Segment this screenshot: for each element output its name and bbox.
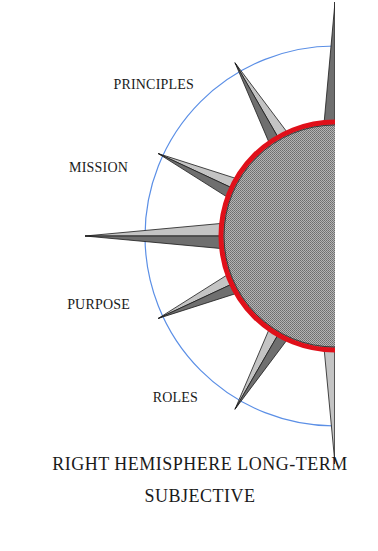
caption: RIGHT HEMISPHERE LONG-TERM SUBJECTIVE bbox=[50, 448, 350, 512]
point-label: MISSION bbox=[69, 160, 128, 176]
point-label: PRINCIPLES bbox=[113, 77, 194, 93]
compass-rose bbox=[85, 2, 335, 464]
disc-inner-outline bbox=[224, 125, 335, 347]
hemisphere-disc bbox=[221, 122, 335, 350]
point-label: PURPOSE bbox=[67, 297, 130, 313]
point-label: ROLES bbox=[153, 390, 198, 406]
